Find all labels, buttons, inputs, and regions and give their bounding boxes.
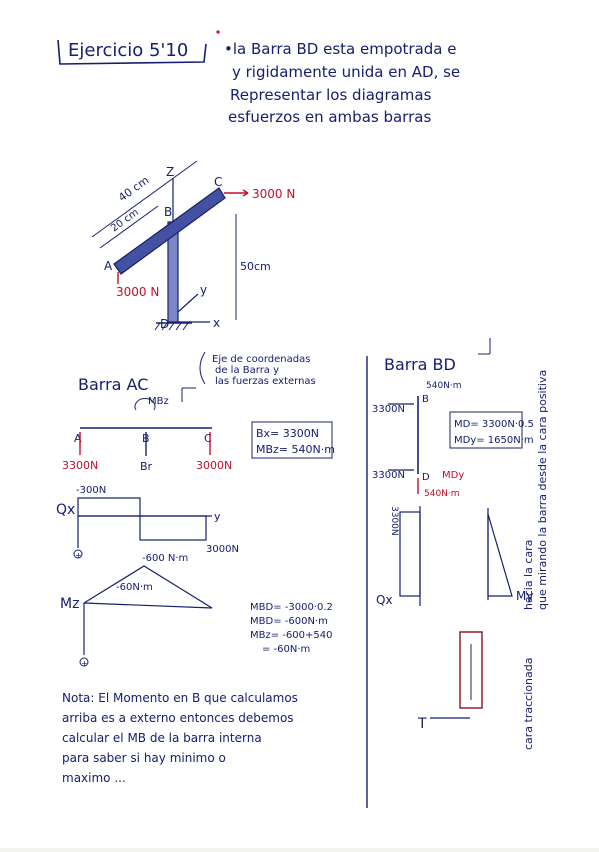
support-hatch [154,322,189,331]
axes-note-line-2: de la Barra y [215,365,279,376]
ac-shear-block-left [77,497,141,517]
ac-load-a-label: 3300N [62,459,98,472]
bd-torsion-label: T [417,716,427,732]
bd-moment-label: My [516,589,533,603]
barra-bd-section: Barra BD B D 540N·m 3300N MD= 3300N·0.5 … [372,338,534,732]
barra-ac-title: Barra AC [78,375,148,394]
note-line-2: arriba es a externo entonces debemos [62,711,294,725]
bd-top-force: 3300N [372,404,405,415]
dim-40-label: 40 cm [116,174,151,205]
ac-shear-axis-y: y [214,510,221,523]
axes-note-line-3: las fuerzas externas [215,376,316,387]
bd-bottom-moment-label: MDy [442,470,464,481]
bd-results-box [449,411,523,449]
load-c-label: 3000 N [252,187,295,201]
note-line-3: calcular el MB de la barra interna [62,731,262,745]
ac-calc-line-4: = -60N·m [262,644,310,655]
load-a-label: 3000 N [116,285,159,299]
bd-bottom-moment: 540N·m [424,489,460,499]
structure-figure: Z x y A B C D 40 cm 20 cm 50cm 3000 N 30… [91,160,295,331]
load-c-arrowhead [242,189,249,197]
ac-moment-curve [83,565,213,609]
ac-results-box [251,421,333,459]
side-note-line-2: que mirando la barra desde la cara posit… [536,370,549,610]
side-note-line-1: hacia la cara [522,540,535,610]
ac-result-mbz: MBz= 540N·m [256,443,335,456]
bd-node-b: B [422,394,429,405]
ac-moment-sign: + [81,659,88,668]
statement-line-4: esfuerzos en ambas barras [228,108,431,126]
ac-shear-top-value: -300N [76,485,106,496]
note-line-5: maximo ... [62,771,126,785]
point-c-label: C [214,175,222,189]
bd-moment-triangle [487,513,513,597]
bd-shear-value: 3300N [389,506,399,536]
bd-torsion-block [459,631,483,709]
ac-calc-line-3: MBz= -600+540 [250,630,332,641]
axes-note-bracket [199,351,206,385]
axes-note-line-1: Eje de coordenadas [212,354,310,365]
dim-line-20 [99,205,159,249]
z-axis-label: Z [166,165,174,179]
bd-top-moment: 540N·m [426,381,462,391]
ac-shear-block-right [139,515,207,541]
ac-shear-bottom-value: 3000N [206,544,239,555]
note-line-1: Nota: El Momento en B que calculamos [62,691,298,705]
statement-line-3: Representar los diagramas [230,86,432,104]
y-axis [177,293,199,313]
ac-moment-label: MBz [148,396,169,407]
ac-moment-axis-label: Mz [60,596,79,612]
y-axis-label: y [200,283,207,297]
ac-moment-baseline [83,602,213,609]
side-note: hacia la cara que mirando la barra desde… [522,370,549,750]
red-mark [216,30,220,34]
bd-bottom-force: 3300N [372,470,405,481]
barra-ac-section: Barra AC Eje de coordenadas de la Barra … [56,351,335,668]
ac-moment-sign-circle [79,657,89,667]
bd-result-md: MD= 3300N·0.5 [454,419,534,430]
ac-shear-sign-circle [73,549,83,559]
statement-line-1: •la Barra BD esta empotrada e [224,40,456,58]
ac-shear-sign: + [75,551,82,560]
ac-node-a: A [74,432,82,445]
bd-result-mdy: MDy= 1650N·m [454,435,534,446]
bd-shear-label: Qx [376,593,393,607]
bd-shear-block [399,511,421,597]
point-d-label: D [160,317,169,331]
ac-moment-left: -60N·m [116,582,153,593]
ac-moment-arc [134,398,156,411]
ac-load-c-label: 3000N [196,459,232,472]
note-line-4: para saber si hay minimo o [62,751,226,765]
statement-line-2: y rigidamente unida en AD, se [232,63,460,81]
ac-reaction-b-label: Br [140,460,153,473]
point-b-label: B [164,205,172,219]
dim-line-40 [91,160,198,238]
exercise-title: Ejercicio 5'10 [68,40,188,61]
ac-shear-label: Qx [56,502,75,518]
bar-ac [113,187,226,275]
ac-node-c: C [204,432,212,445]
barra-bd-title: Barra BD [384,355,456,374]
bd-node-d: D [422,472,430,483]
ac-calc-line-2: MBD= -600N·m [250,616,328,627]
ac-calc-line-1: MBD= -3000·0.2 [250,602,333,613]
title-box [57,39,207,65]
side-note-line-3: cara traccionada [522,658,535,750]
ac-moment-peak: -600 N·m [142,553,188,564]
header: Ejercicio 5'10 •la Barra BD esta empotra… [57,30,460,126]
point-a-label: A [104,259,113,273]
x-axis-label: x [213,316,220,330]
note: Nota: El Momento en B que calculamos arr… [62,691,298,785]
dim-50-label: 50cm [240,260,271,273]
ac-result-bx: Bx= 3300N [256,427,319,440]
